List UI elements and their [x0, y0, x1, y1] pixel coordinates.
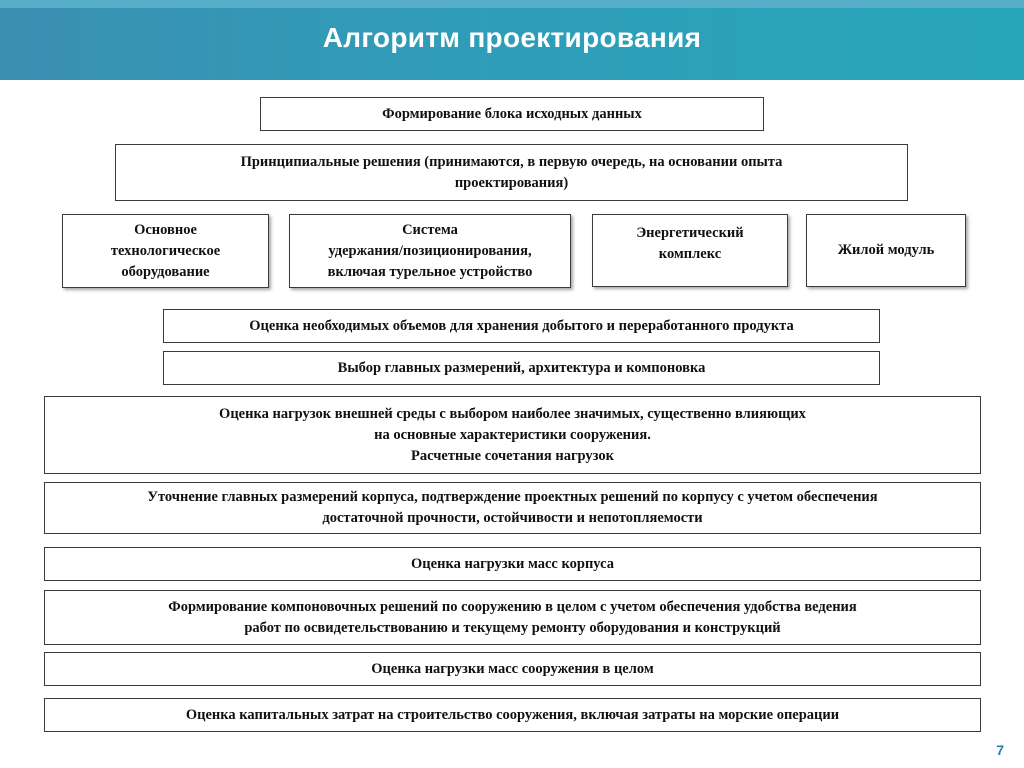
step-living-module: Жилой модуль	[806, 214, 966, 287]
step-layout-solutions: Формирование компоновочных решений по со…	[44, 590, 981, 645]
step-source-data: Формирование блока исходных данных	[260, 97, 764, 131]
step-environment-loads: Оценка нагрузок внешней среды с выбором …	[44, 396, 981, 474]
title-bar-strip	[0, 0, 1024, 8]
step-principal-decisions: Принципиальные решения (принимаются, в п…	[115, 144, 908, 201]
slide-title: Алгоритм проектирования	[322, 22, 702, 53]
step-energy-complex: Энергетический комплекс	[592, 214, 788, 287]
step-structure-mass: Оценка нагрузки масс сооружения в целом	[44, 652, 981, 686]
step-mooring-system: Система удержания/позиционирования, вклю…	[289, 214, 571, 288]
title-bar: Алгоритм проектирования	[0, 0, 1024, 80]
step-hull-mass: Оценка нагрузки масс корпуса	[44, 547, 981, 581]
step-equipment: Основное технологическое оборудование	[62, 214, 269, 288]
step-hull-refinement: Уточнение главных размерений корпуса, по…	[44, 482, 981, 534]
step-capital-costs: Оценка капитальных затрат на строительст…	[44, 698, 981, 732]
page-number: 7	[996, 742, 1004, 758]
step-storage-volume: Оценка необходимых объемов для хранения …	[163, 309, 880, 343]
step-main-dimensions: Выбор главных размерений, архитектура и …	[163, 351, 880, 385]
